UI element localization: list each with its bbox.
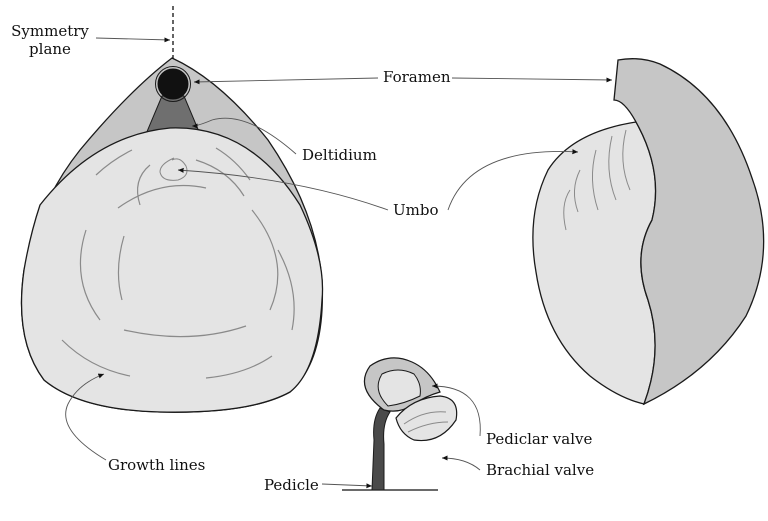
pedicle-leader: [322, 484, 372, 486]
brachial-valve-leader: [442, 458, 480, 470]
foramen-leader-left: [194, 78, 378, 82]
lateral-view-shell: [533, 59, 764, 404]
label-pedicle-valve: Pediclar valve: [486, 430, 592, 448]
label-deltidium: Deltidium: [302, 146, 377, 164]
label-symmetry: Symmetry: [6, 22, 94, 40]
symmetry-plane-leader: [96, 38, 170, 40]
foramen-hole: [158, 69, 188, 99]
label-plane: plane: [6, 40, 94, 58]
dorsal-view-shell: [22, 6, 323, 412]
label-pedicle: Pedicle: [264, 476, 319, 494]
foramen-leader-right: [452, 78, 612, 80]
label-symmetry-plane: Symmetry plane: [6, 22, 94, 58]
lateral-brachial-valve: [533, 122, 656, 404]
living-brachiopod: [342, 358, 457, 490]
label-umbo: Umbo: [393, 201, 439, 219]
label-brachial-valve: Brachial valve: [486, 461, 594, 479]
pedicle-stalk: [372, 408, 390, 490]
label-growth-lines: Growth lines: [108, 456, 205, 474]
label-foramen: Foramen: [383, 68, 451, 86]
